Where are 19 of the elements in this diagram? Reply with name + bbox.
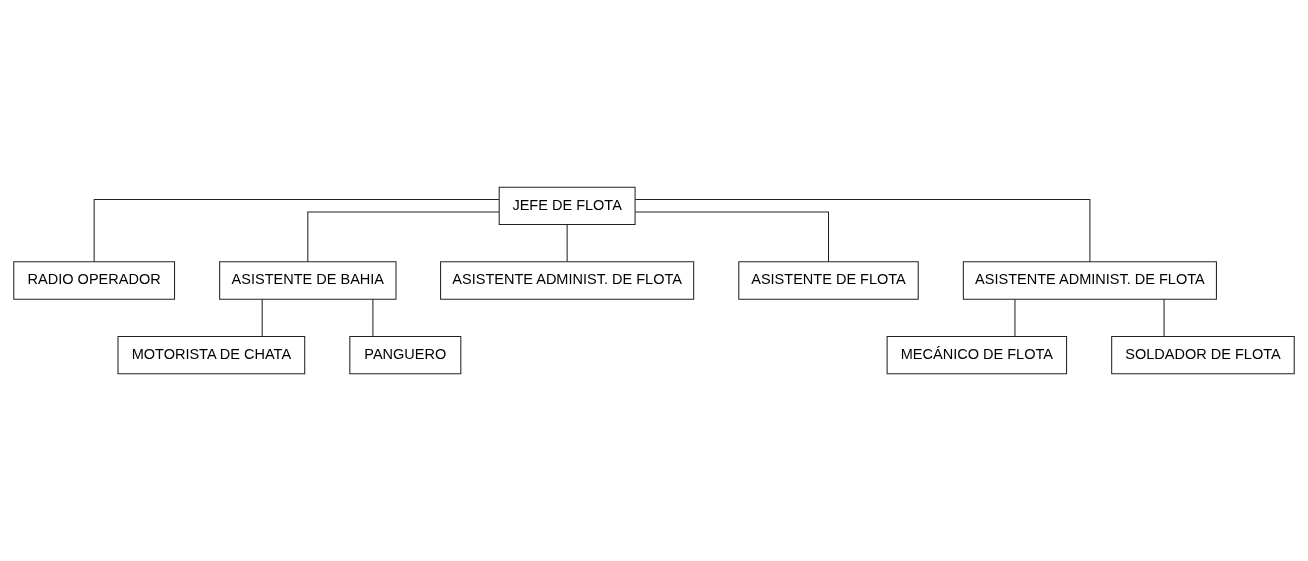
node-box: SOLDADOR DE FLOTA	[1111, 336, 1295, 375]
node-box: PANGUERO	[349, 336, 462, 375]
node-box: MECÁNICO DE FLOTA	[886, 336, 1068, 375]
connector	[634, 199, 1091, 263]
node-box: ASISTENTE DE FLOTA	[738, 261, 919, 300]
connector	[372, 298, 374, 337]
node-box: MOTORISTA DE CHATA	[117, 336, 306, 375]
connector	[634, 211, 830, 263]
connector	[93, 199, 500, 263]
connector	[1014, 298, 1016, 337]
connector	[261, 298, 263, 337]
node-box: ASISTENTE ADMINIST. DE FLOTA	[440, 261, 695, 300]
connector	[1163, 298, 1165, 337]
node-box: ASISTENTE ADMINIST. DE FLOTA	[962, 261, 1217, 300]
node-box: RADIO OPERADOR	[13, 261, 176, 300]
connector	[307, 211, 500, 263]
connector	[566, 224, 568, 262]
node-box: JEFE DE FLOTA	[498, 186, 636, 225]
node-box: ASISTENTE DE BAHIA	[219, 261, 397, 300]
